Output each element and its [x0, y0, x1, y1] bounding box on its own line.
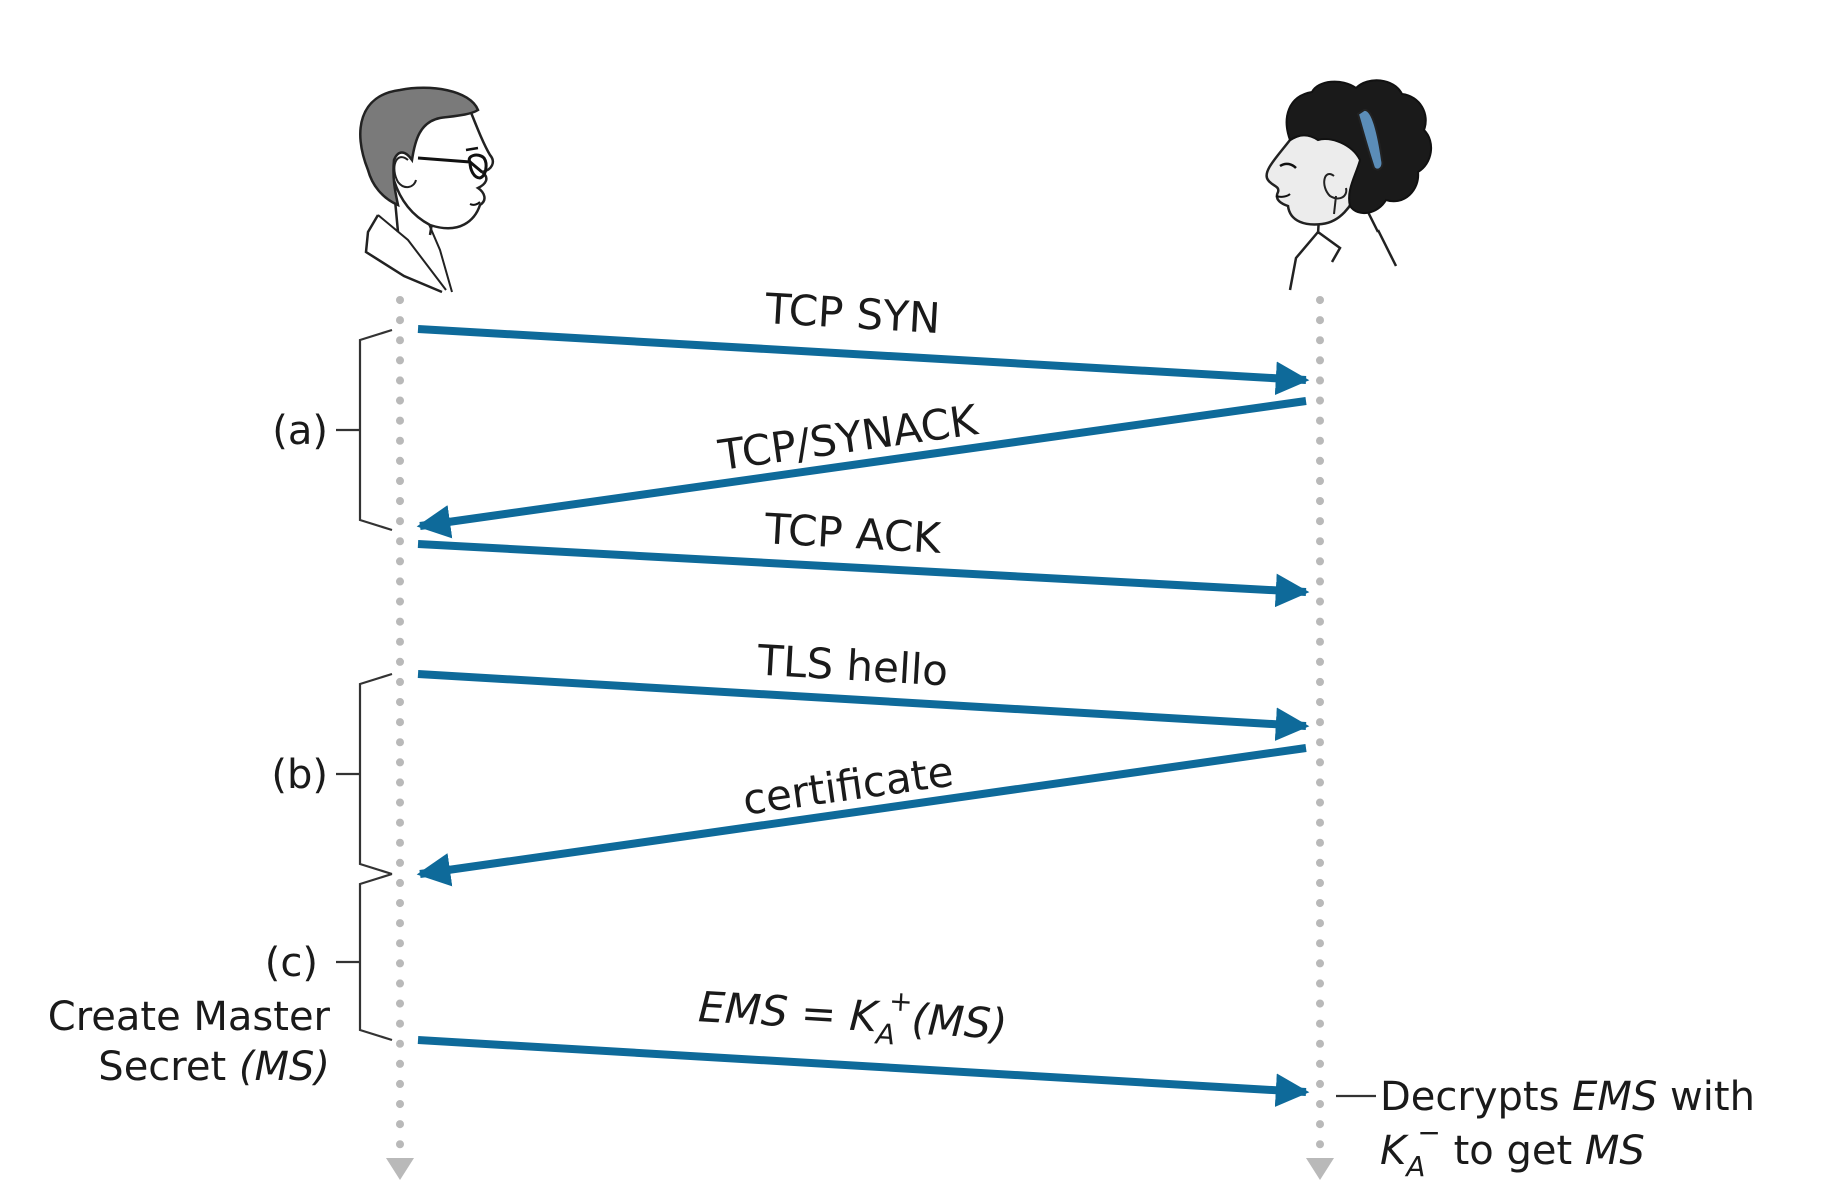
note-decrypt-line1: Decrypts EMS with — [1380, 1074, 1755, 1120]
arrow-certificate — [416, 744, 1307, 887]
svg-text:EMS = KA+(MS): EMS = KA+(MS) — [697, 973, 1010, 1058]
label-tcp-ack: TCP ACK — [763, 504, 944, 563]
arrow-tcp-syn — [417, 325, 1310, 396]
ems-rhs: (MS) — [910, 994, 1008, 1048]
bracket-a — [336, 328, 393, 532]
note-decrypt-line2: KA− to get MS — [1380, 1116, 1645, 1183]
note-create-line1: Create Master — [48, 994, 331, 1040]
arrow-tls-hello — [417, 670, 1310, 742]
bracket-c — [336, 872, 393, 1042]
ems-sup: + — [888, 984, 913, 1018]
note-create-master-secret: Create Master Secret (MS) — [48, 994, 331, 1090]
ems-eq: = K — [786, 987, 882, 1041]
lifeline-end-arrow — [1306, 1158, 1334, 1180]
arrow-tcp-synack — [416, 397, 1307, 539]
ems-lhs: EMS — [697, 982, 789, 1036]
arrow-tcp-ack — [417, 540, 1310, 608]
note-create-line2: Secret (MS) — [98, 1044, 330, 1090]
phase-label-b: (b) — [271, 752, 328, 798]
bracket-b — [336, 672, 393, 876]
label-tls-hello: TLS hello — [755, 636, 949, 696]
lifeline-alice — [386, 296, 414, 1180]
lifeline-end-arrow — [386, 1158, 414, 1180]
arrow-ems — [417, 1036, 1310, 1108]
label-tcp-syn: TCP SYN — [763, 284, 941, 343]
note-decrypt: Decrypts EMS with KA− to get MS — [1336, 1074, 1755, 1183]
ems-sub: A — [873, 1017, 896, 1051]
woman-with-headband-icon — [1265, 79, 1433, 291]
phase-label-a: (a) — [272, 408, 328, 454]
lifeline-bob — [1306, 296, 1334, 1180]
label-ems: EMS = KA+(MS) — [697, 973, 1010, 1058]
man-with-glasses-icon — [359, 86, 494, 294]
phase-label-c: (c) — [265, 940, 318, 986]
